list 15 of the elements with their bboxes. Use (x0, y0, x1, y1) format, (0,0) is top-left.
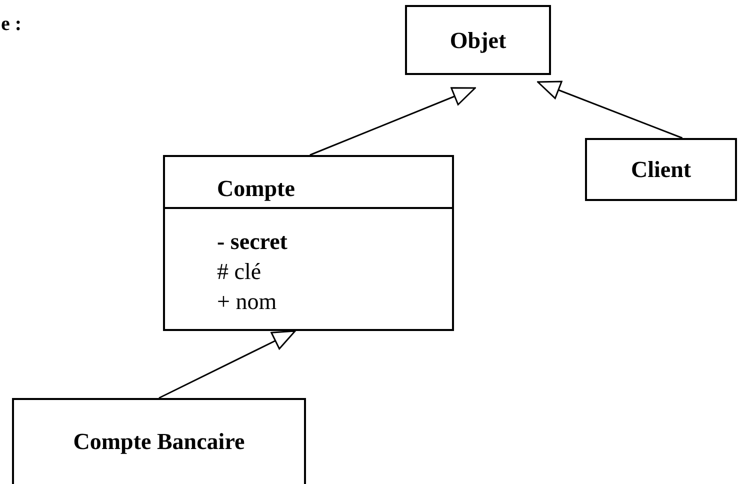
class-box (585, 138, 737, 201)
inheritance-arrow (310, 87, 476, 156)
class-name: Compte Bancaire (73, 430, 245, 452)
attribute-text: - secret (217, 229, 288, 254)
attribute-text: + nom (217, 289, 277, 314)
inheritance-arrow (537, 80, 683, 139)
inheritance-arrow (158, 330, 296, 399)
class-box (12, 398, 306, 484)
note-text: e : (1, 14, 22, 34)
attribute-text: # clé (217, 259, 262, 284)
class-name: Objet (450, 28, 506, 52)
class-name: Compte (217, 176, 295, 201)
class-box (405, 5, 551, 75)
class-name: Client (630, 158, 692, 181)
class-box (163, 155, 454, 331)
